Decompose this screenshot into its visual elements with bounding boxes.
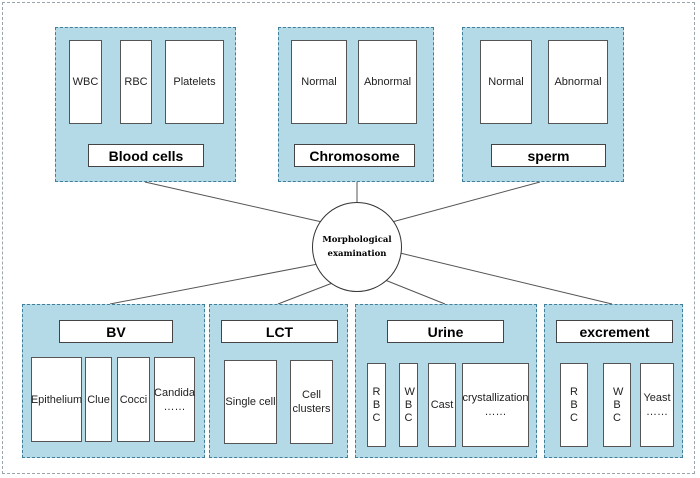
item-crystallization: crystallization …… <box>462 363 529 447</box>
item-epithelium: Epithelium <box>31 357 82 442</box>
connector-blood-cells <box>144 181 323 223</box>
item-excrement-rbc: RBC <box>560 363 588 447</box>
panel-urine: Urine RBC WBC Cast crystallization …… <box>355 304 537 458</box>
connector-lct <box>277 281 336 305</box>
panel-bv: BV Epithelium Clue Cocci Candida …… <box>22 304 205 458</box>
connector-excrement <box>399 252 613 305</box>
title-blood-cells: Blood cells <box>88 144 204 167</box>
item-clue: Clue <box>85 357 112 442</box>
panel-chromosome: Normal Abnormal Chromosome <box>278 27 434 182</box>
connector-urine <box>384 279 446 305</box>
item-chromosome-abnormal: Abnormal <box>358 40 417 124</box>
item-wbc: WBC <box>69 40 102 124</box>
item-urine-rbc: RBC <box>367 363 386 447</box>
item-cocci: Cocci <box>117 357 150 442</box>
item-yeast: Yeast …… <box>640 363 674 447</box>
item-excrement-wbc: WBC <box>603 363 631 447</box>
item-chromosome-normal: Normal <box>291 40 347 124</box>
panel-blood-cells: WBC RBC Platelets Blood cells <box>55 27 236 182</box>
item-cast: Cast <box>428 363 456 447</box>
item-urine-wbc: WBC <box>399 363 418 447</box>
title-urine: Urine <box>387 320 504 343</box>
title-lct: LCT <box>221 320 338 343</box>
panel-excrement: excrement RBC WBC Yeast …… <box>544 304 683 458</box>
connector-bv <box>109 263 319 305</box>
diagram-frame <box>2 2 695 474</box>
hub-morphological-examination: Morphological examination <box>312 202 402 292</box>
panel-sperm: Normal Abnormal sperm <box>462 27 624 182</box>
title-sperm: sperm <box>491 144 606 167</box>
panel-lct: LCT Single cell Cell clusters <box>209 304 348 458</box>
item-sperm-normal: Normal <box>480 40 532 124</box>
title-chromosome: Chromosome <box>294 144 415 167</box>
title-excrement: excrement <box>556 320 673 343</box>
item-candida: Candida …… <box>154 357 195 442</box>
item-sperm-abnormal: Abnormal <box>548 40 608 124</box>
item-rbc: RBC <box>120 40 152 124</box>
connector-sperm <box>391 181 541 223</box>
item-cell-clusters: Cell clusters <box>290 360 333 444</box>
item-platelets: Platelets <box>165 40 224 124</box>
title-bv: BV <box>59 320 173 343</box>
item-single-cell: Single cell <box>224 360 277 444</box>
